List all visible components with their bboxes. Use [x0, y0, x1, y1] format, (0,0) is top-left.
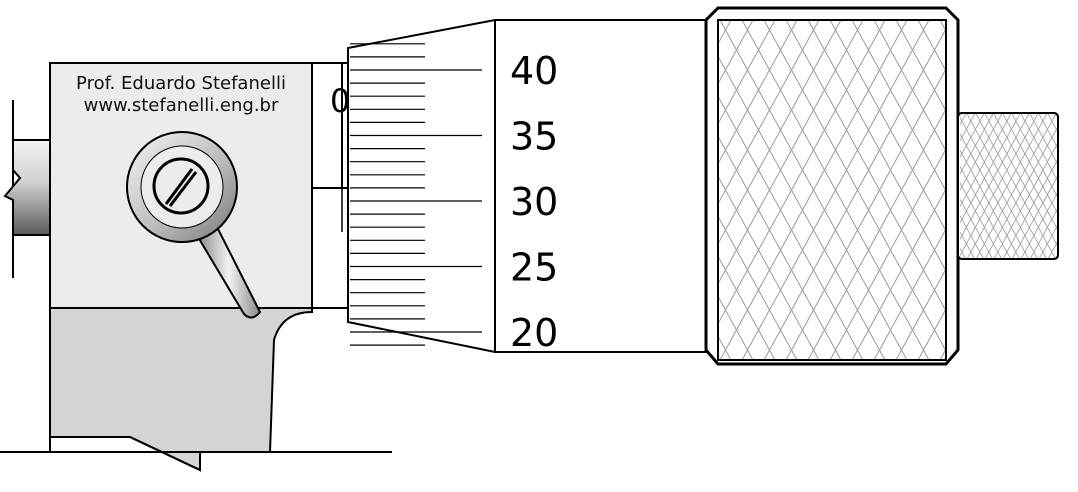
lock-lever-icon: [126, 131, 262, 319]
break-mark-icon: [129, 436, 201, 472]
ratchet-stop: [957, 112, 1059, 260]
sleeve-scale-zero: 0: [330, 82, 350, 120]
thimble-label: 40: [510, 49, 558, 93]
thimble-label: 30: [510, 180, 558, 224]
spindle-left-break: [3, 100, 51, 278]
thimble-labels: 40 35 30 25 20: [510, 49, 558, 355]
sleeve: 0: [311, 62, 350, 309]
break-mark-icon: [3, 139, 51, 236]
thimble-label: 25: [510, 246, 558, 290]
thimble-knurled-grip: [704, 6, 960, 366]
slotted-screw-icon: [152, 157, 210, 215]
thimble: 40 35 30 25 20: [347, 19, 709, 355]
thimble-graduations: [350, 43, 482, 346]
author-website: www.stefanelli.eng.br: [83, 95, 279, 116]
author-credit: Prof. Eduardo Stefanelli: [76, 73, 286, 94]
thimble-label: 35: [510, 115, 558, 159]
micrometer-frame: [0, 307, 392, 472]
thimble-label: 20: [510, 311, 558, 355]
